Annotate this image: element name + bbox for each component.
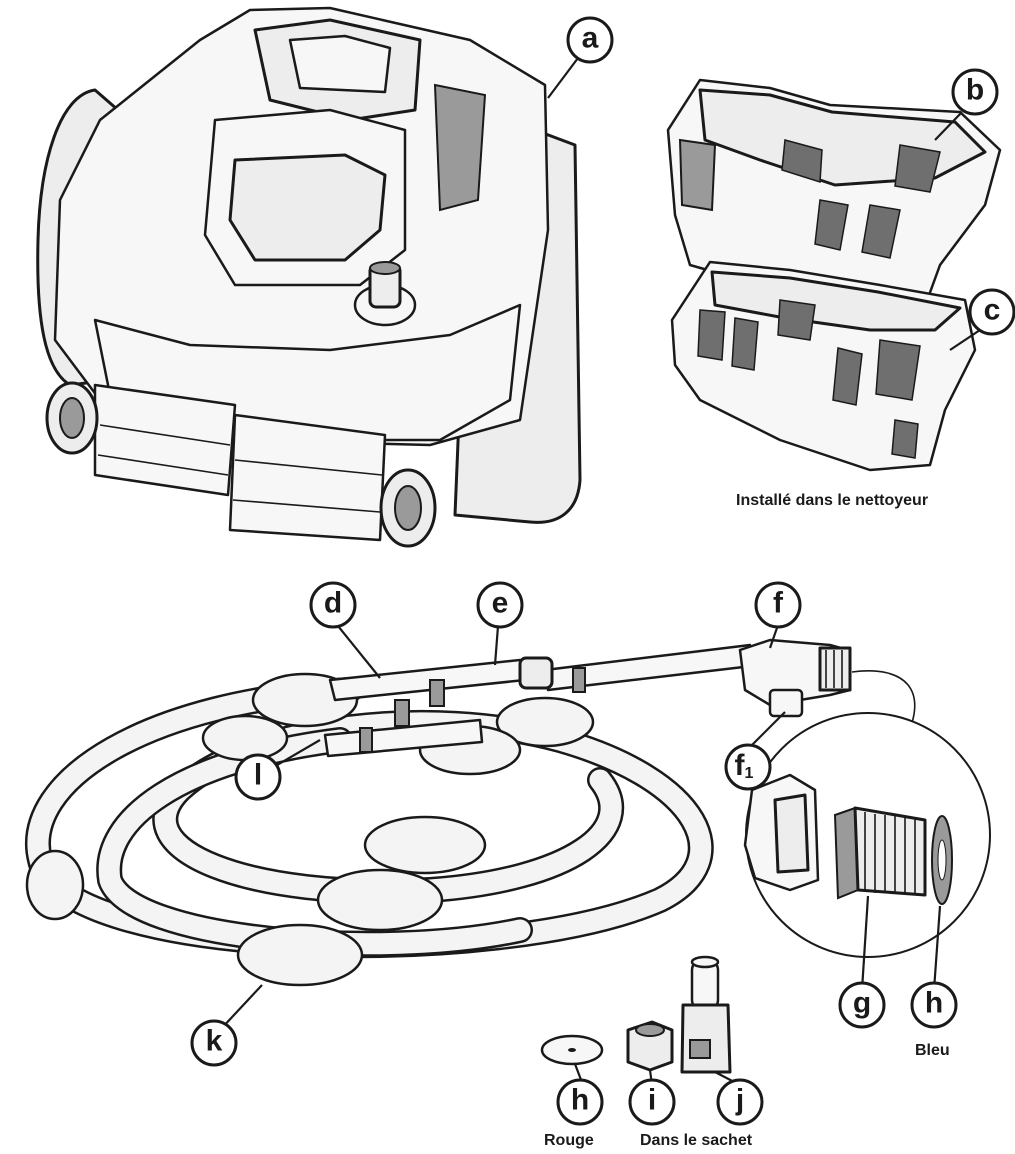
filter-basket-bottom xyxy=(670,260,977,472)
small-parts xyxy=(540,955,732,1074)
callout-d: d xyxy=(309,581,357,629)
caption-red: Rouge xyxy=(544,1132,594,1149)
callout-h-blue-label: h xyxy=(925,987,943,1020)
callout-a: a xyxy=(566,16,614,64)
zoom-detail xyxy=(743,712,991,958)
callout-b-label: b xyxy=(966,74,984,107)
callout-h-red: h xyxy=(556,1078,604,1126)
callout-e-label: e xyxy=(492,587,509,620)
callout-f1-base: f xyxy=(735,749,746,782)
callout-k: k xyxy=(190,1019,238,1067)
callout-l: l xyxy=(234,753,282,801)
callout-l-label: l xyxy=(254,759,262,792)
callout-f1-label: f1 xyxy=(735,749,754,782)
callout-f1: f1 xyxy=(724,743,772,791)
pool-cleaner-robot xyxy=(36,6,582,548)
callout-f1-subscript: 1 xyxy=(745,765,754,782)
callout-k-label: k xyxy=(206,1025,223,1058)
caption-in-bag: Dans le sachet xyxy=(640,1132,753,1149)
callout-d-label: d xyxy=(324,587,342,620)
hose-connector-assembly xyxy=(323,638,916,758)
callout-h-red-label: h xyxy=(571,1084,589,1117)
callout-h-blue: h xyxy=(910,981,958,1029)
callout-g-label: g xyxy=(853,987,871,1020)
filter-basket-top xyxy=(666,78,1002,322)
callout-b: b xyxy=(951,68,999,116)
callout-i: i xyxy=(628,1078,676,1126)
callout-j-label: j xyxy=(735,1084,744,1117)
callout-i-label: i xyxy=(648,1084,656,1117)
callout-f-label: f xyxy=(773,587,784,620)
callout-a-label: a xyxy=(582,22,599,55)
callout-g: g xyxy=(838,981,886,1029)
callout-c-label: c xyxy=(984,294,1001,327)
callout-e: e xyxy=(476,581,524,629)
callout-j: j xyxy=(716,1078,764,1126)
callout-f: f xyxy=(754,581,802,629)
hose-coil xyxy=(25,672,714,987)
caption-blue: Bleu xyxy=(915,1042,950,1059)
callout-c: c xyxy=(968,288,1015,336)
caption-installed: Installé dans le nettoyeur xyxy=(736,492,928,509)
